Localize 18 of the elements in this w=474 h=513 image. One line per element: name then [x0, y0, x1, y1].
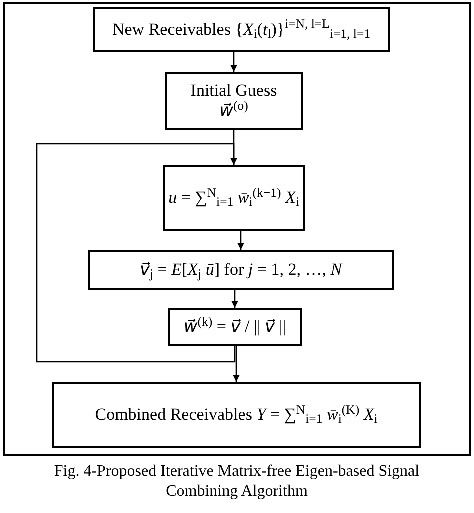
process-box [165, 72, 303, 130]
arrow [238, 231, 244, 250]
arrow [233, 346, 240, 382]
arrow [36, 143, 238, 363]
process-box [168, 308, 302, 346]
formula-text: Combined Receivables Y = ∑$^{N}$$_{i=1}$ w̄$_{i}$$^{(K)}$ X$_{i}$ [95, 405, 378, 425]
process-box [52, 382, 421, 448]
figure-caption: Fig. 4-Proposed Iterative Matrix-free Eigen-based Signal Combining Algorithm [53, 462, 421, 502]
process-box [163, 165, 305, 231]
formula-text: u = ∑$^{N}$$_{i=1}$ w̄$_{i}$$^{(k−1)}$ X$_{i}$ [168, 188, 300, 208]
arrow [230, 52, 238, 72]
arrow [232, 290, 238, 308]
formula-text: Initial Guess [190, 81, 278, 101]
process-box [93, 7, 390, 52]
formula-text: w⃗$^{(k)}$ = v⃗ / || v⃗ || [184, 317, 286, 337]
process-box [88, 250, 394, 290]
formula-text: v⃗$_{j}$ = E[X$_{j}$ ū] for j = 1, 2, …, N [140, 260, 342, 280]
formula-text: w⃗$^{(o)}$ [220, 101, 248, 121]
